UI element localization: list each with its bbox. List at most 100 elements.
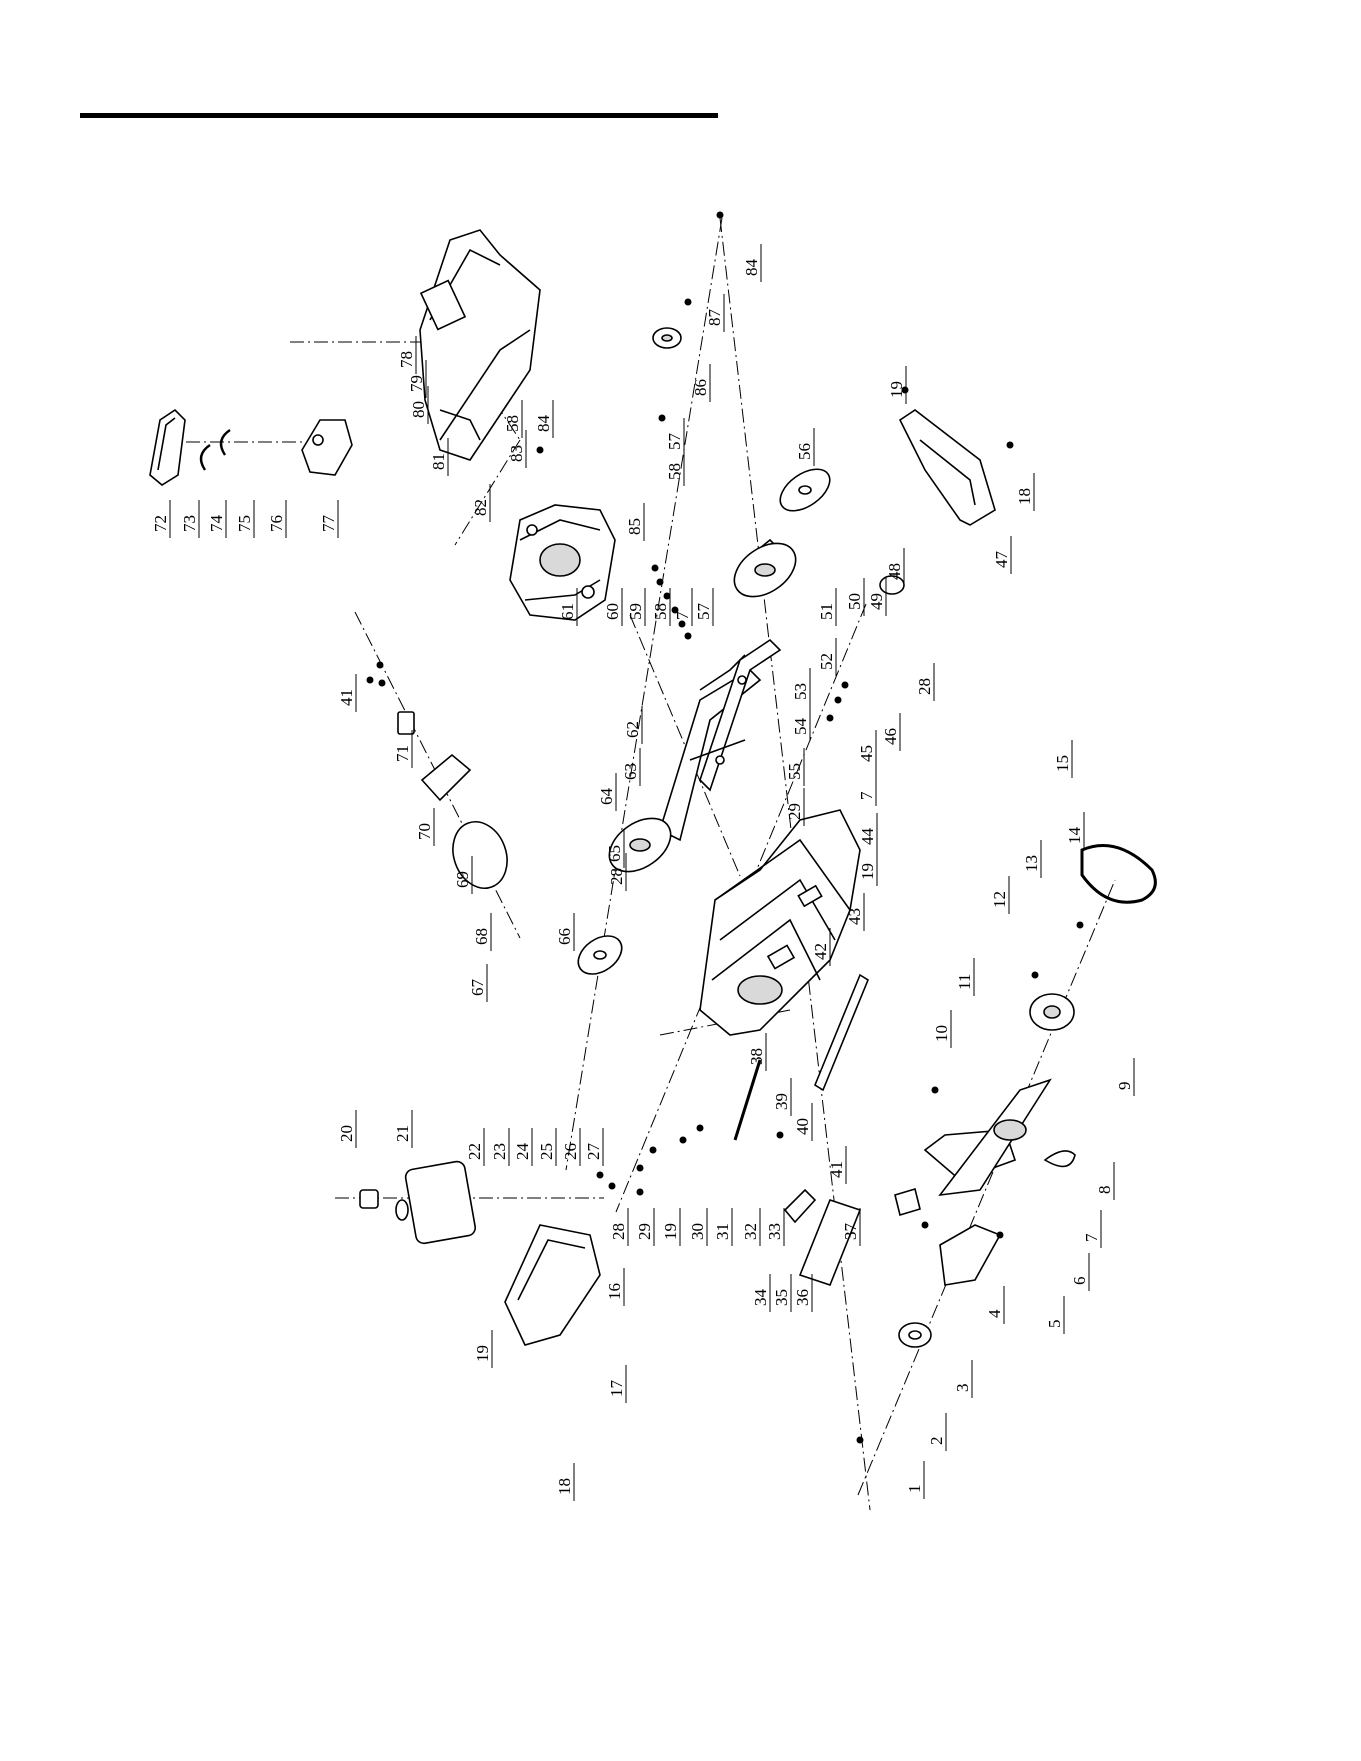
part-number-label: 62 — [623, 721, 642, 738]
part-callout: 5 — [1045, 1296, 1064, 1334]
part-callout: 14 — [1065, 812, 1084, 850]
part-number-label: 20 — [337, 1125, 356, 1142]
part-callout: 53 — [791, 668, 810, 706]
part-number-label: 4 — [985, 1309, 1004, 1318]
part-callout: 34 — [751, 1274, 770, 1312]
part-callout: 87 — [705, 294, 724, 332]
part-callout: 71 — [393, 730, 412, 768]
part-callout: 13 — [1022, 840, 1041, 878]
part-number-label: 18 — [555, 1478, 574, 1495]
part-number-label: 58 — [503, 415, 522, 432]
part-callout: 8 — [1095, 1162, 1114, 1200]
auger-assembly — [895, 1080, 1075, 1285]
part-number-label: 84 — [742, 259, 761, 277]
part-callout: 72 — [151, 500, 170, 538]
part-number-label: 41 — [337, 689, 356, 706]
part-callout: 46 — [881, 713, 900, 751]
part-callout: 68 — [472, 913, 491, 951]
part-number-label: 77 — [319, 515, 338, 533]
part-number-label: 36 — [793, 1289, 812, 1306]
part-number-label: 83 — [507, 445, 526, 462]
part-callout: 11 — [955, 958, 974, 996]
part-callout: 54 — [791, 703, 810, 741]
part-number-label: 26 — [561, 1143, 580, 1160]
part-callout: 82 — [471, 484, 490, 522]
part-number-label: 55 — [785, 763, 804, 780]
part-callout: 84 — [742, 244, 761, 282]
wheel-rim-66 — [571, 928, 629, 982]
part-callout: 19 — [858, 848, 877, 886]
part-callout: 66 — [555, 913, 574, 951]
part-number-label: 72 — [151, 515, 170, 532]
part-callout: 18 — [555, 1463, 574, 1501]
part-callout: 85 — [625, 503, 644, 541]
part-callout: 9 — [1115, 1058, 1134, 1096]
part-callout: 36 — [793, 1274, 812, 1312]
part-callout: 19 — [473, 1330, 492, 1368]
part-number-label: 75 — [235, 515, 254, 532]
part-callout: 41 — [827, 1146, 846, 1184]
part-callout: 10 — [932, 1010, 951, 1048]
part-number-label: 51 — [817, 603, 836, 620]
part-number-label: 30 — [688, 1223, 707, 1240]
part-number-label: 7 — [857, 791, 876, 800]
part-callout: 17 — [607, 1365, 626, 1403]
part-number-label: 19 — [661, 1223, 680, 1240]
part-number-label: 29 — [635, 1223, 654, 1240]
part-number-label: 39 — [772, 1093, 791, 1110]
part-number-label: 31 — [713, 1223, 732, 1240]
part-callout: 75 — [235, 500, 254, 538]
part-callout: 41 — [337, 674, 356, 712]
part-number-label: 54 — [791, 718, 810, 736]
part-number-label: 28 — [607, 868, 626, 885]
part-callout: 16 — [605, 1268, 624, 1306]
deck-housing — [700, 810, 860, 1035]
part-number-label: 76 — [267, 515, 286, 532]
pulley-86 — [653, 328, 681, 348]
part-callout: 73 — [180, 500, 199, 538]
fuel-tank — [396, 1160, 476, 1244]
part-number-label: 11 — [955, 974, 974, 990]
fuel-cap — [150, 410, 185, 485]
part-number-label: 82 — [471, 499, 490, 516]
discharge-chute — [505, 1225, 600, 1345]
part-number-label: 84 — [534, 415, 553, 433]
part-number-label: 80 — [409, 401, 428, 418]
part-number-label: 73 — [180, 515, 199, 532]
part-callout: 38 — [747, 1033, 766, 1071]
spring-clips — [201, 430, 230, 470]
part-number-label: 60 — [603, 603, 622, 620]
part-number-label: 19 — [858, 863, 877, 880]
part-number-label: 43 — [845, 908, 864, 925]
part-number-label: 19 — [473, 1345, 492, 1362]
part-number-label: 45 — [857, 745, 876, 762]
part-number-label: 65 — [605, 845, 624, 862]
part-number-label: 85 — [625, 518, 644, 535]
part-number-label: 42 — [811, 943, 830, 960]
part-number-label: 74 — [207, 515, 226, 533]
part-number-label: 34 — [751, 1289, 770, 1307]
part-callout: 51 — [817, 588, 836, 626]
part-number-label: 69 — [453, 871, 472, 888]
part-number-label: 7 — [1082, 1233, 1101, 1242]
part-number-label: 56 — [795, 443, 814, 460]
part-number-label: 63 — [621, 763, 640, 780]
part-number-label: 44 — [858, 828, 877, 846]
part-number-label: 78 — [397, 351, 416, 368]
part-number-label: 15 — [1053, 755, 1072, 772]
wheel-rim-56 — [773, 461, 837, 519]
part-number-label: 14 — [1065, 827, 1084, 845]
part-number-label: 41 — [827, 1161, 846, 1178]
part-number-label: 25 — [537, 1143, 556, 1160]
part-number-label: 71 — [393, 745, 412, 762]
part-labels: 1234567891011121314151617181920212223242… — [151, 244, 1134, 1501]
part-number-label: 66 — [555, 928, 574, 945]
part-number-label: 40 — [793, 1118, 812, 1135]
part-callout: 70 — [415, 808, 434, 846]
part-number-label: 28 — [915, 678, 934, 695]
part-callout: 39 — [772, 1078, 791, 1116]
skid-plate — [815, 975, 868, 1090]
part-number-label: 47 — [992, 551, 1011, 569]
